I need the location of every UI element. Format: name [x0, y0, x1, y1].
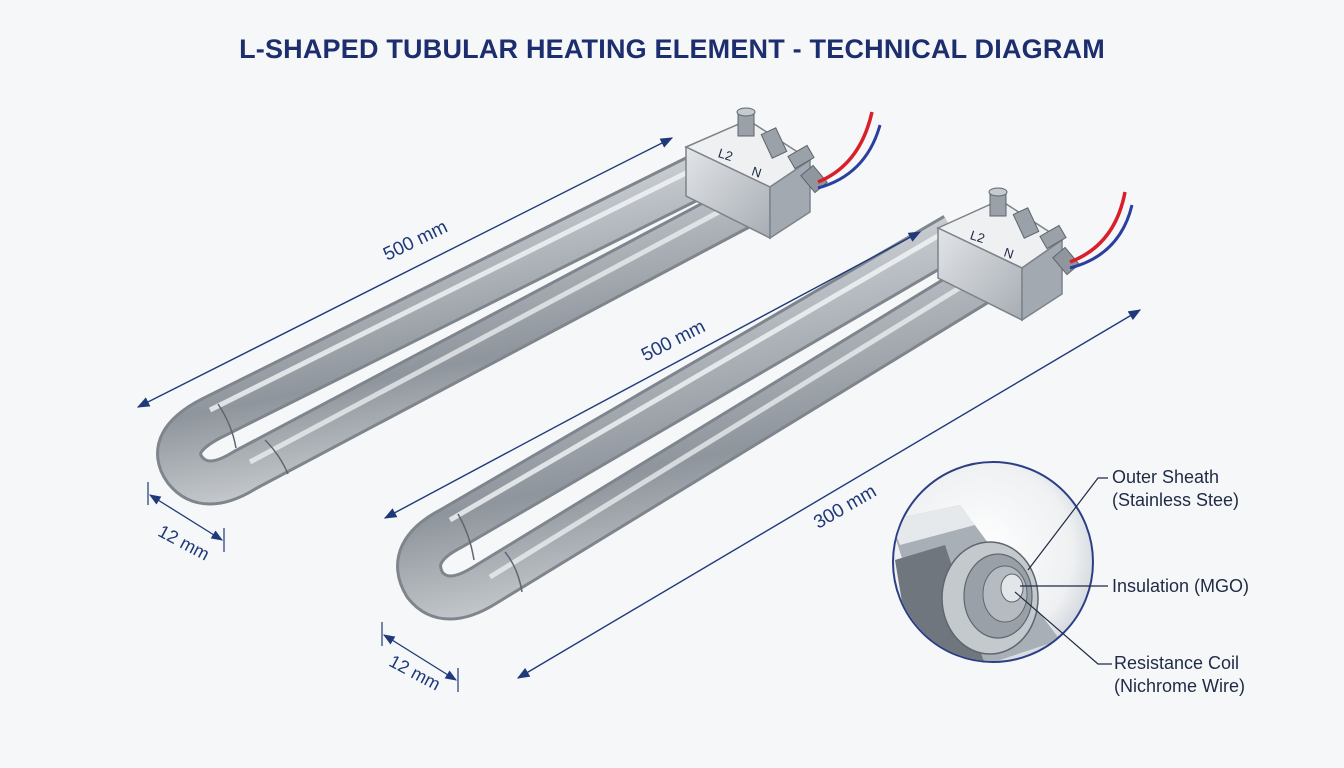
dimension-length-label-1: 500 mm [380, 217, 451, 266]
dimension-line-diameter-1 [149, 494, 223, 541]
terminal-label-n-2: N [1002, 245, 1016, 262]
heating-element-2: L2 N 500 mm 300 mm 12 mm [381, 187, 1142, 694]
dimension-line-diameter-2 [383, 634, 457, 681]
tube-1-back [156, 154, 756, 506]
callout-resistance-coil: Resistance Coil (Nichrome Wire) [1114, 652, 1245, 698]
callout-insulation: Insulation (MGO) [1112, 575, 1249, 598]
cross-section-detail [892, 461, 1112, 665]
dimension-diameter-label-1: 12 mm [155, 521, 213, 564]
callout-resistance-coil-line2: (Nichrome Wire) [1114, 676, 1246, 696]
terminal-block-2 [936, 187, 1134, 322]
dimension-width-label-2: 300 mm [810, 481, 880, 534]
diagram-title: L-SHAPED TUBULAR HEATING ELEMENT - TECHN… [239, 34, 1105, 64]
terminal-label-n-1: N [750, 163, 764, 180]
callout-leader-sheath [1027, 477, 1108, 571]
terminal-label-l2-2: L2 [968, 227, 986, 246]
terminal-label-l2-1: L2 [716, 145, 734, 164]
callout-leader-coil [1014, 591, 1112, 665]
callout-resistance-coil-line1: Resistance Coil [1114, 653, 1240, 673]
callout-outer-sheath-line1: Outer Sheath [1112, 467, 1220, 487]
resistance-coil-core [1000, 573, 1024, 603]
callout-insulation-line1: Insulation (MGO) [1112, 576, 1250, 596]
callout-outer-sheath: Outer Sheath (Stainless Stee) [1112, 466, 1239, 512]
callout-outer-sheath-line2: (Stainless Stee) [1112, 490, 1240, 510]
dimension-diameter-label-2: 12 mm [386, 651, 444, 694]
dimension-line-width-2 [516, 309, 1142, 679]
